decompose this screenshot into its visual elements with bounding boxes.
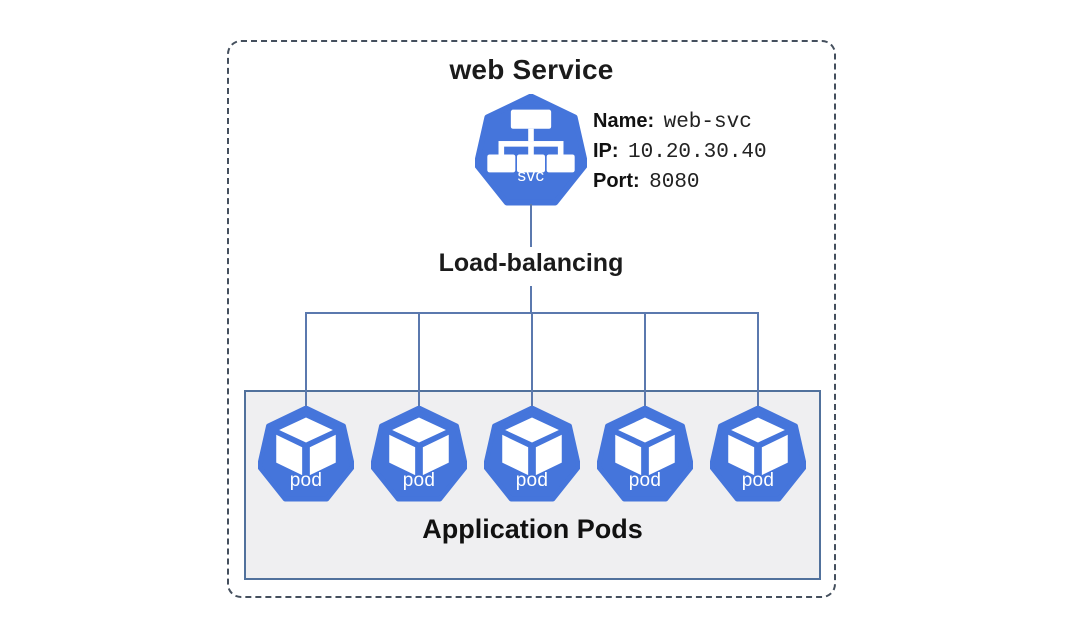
pod-icon-label: pod <box>402 470 436 491</box>
connector-drop-pod-4 <box>644 312 646 407</box>
connector-drop-pod-2 <box>418 312 420 407</box>
service-ip-line: IP: 10.20.30.40 <box>593 136 767 166</box>
application-pods-label: Application Pods <box>422 514 643 544</box>
service-tree-glyph <box>487 109 575 173</box>
load-balancing-label: Load-balancing <box>438 249 624 277</box>
connector-loadbalancing-to-bar <box>530 286 532 313</box>
pod-icon-label: pod <box>289 470 323 491</box>
service-port-value: 8080 <box>649 171 700 194</box>
connector-drop-pod-3 <box>531 312 533 407</box>
service-port-label: Port: <box>593 170 640 192</box>
pod-cube-glyph <box>502 417 562 476</box>
diagram-title: web Service <box>449 54 614 85</box>
service-name-line: Name: web-svc <box>593 106 767 136</box>
pod-icon-label: pod <box>628 470 662 491</box>
pod-node-1: pod <box>258 406 354 502</box>
pod-icon-label: pod <box>515 470 549 491</box>
kubernetes-pod-icon <box>371 406 467 502</box>
service-ip-value: 10.20.30.40 <box>628 141 767 164</box>
kubernetes-pod-icon <box>597 406 693 502</box>
pod-cube-glyph <box>389 417 449 476</box>
kubernetes-pod-icon <box>484 406 580 502</box>
kubernetes-service-icon <box>475 94 587 206</box>
service-port-line: Port: 8080 <box>593 166 767 196</box>
connector-service-to-loadbalancing <box>530 204 532 247</box>
pod-cube-glyph <box>615 417 675 476</box>
service-ip-label: IP: <box>593 140 619 162</box>
service-icon-label: svc <box>517 166 545 185</box>
pod-cube-glyph <box>276 417 336 476</box>
service-name-label: Name: <box>593 110 655 132</box>
kubernetes-pod-icon <box>710 406 806 502</box>
pod-node-5: pod <box>710 406 806 502</box>
pod-node-3: pod <box>484 406 580 502</box>
pod-node-4: pod <box>597 406 693 502</box>
connector-drop-pod-5 <box>757 312 759 407</box>
pod-cube-glyph <box>728 417 788 476</box>
service-node: svc <box>475 94 587 206</box>
service-boundary-box <box>227 40 836 598</box>
service-name-value: web-svc <box>663 111 752 134</box>
pod-icon-label: pod <box>741 470 775 491</box>
service-info: Name: web-svc IP: 10.20.30.40 Port: 8080 <box>593 106 767 196</box>
connector-drop-pod-1 <box>305 312 307 407</box>
pod-node-2: pod <box>371 406 467 502</box>
kubernetes-pod-icon <box>258 406 354 502</box>
